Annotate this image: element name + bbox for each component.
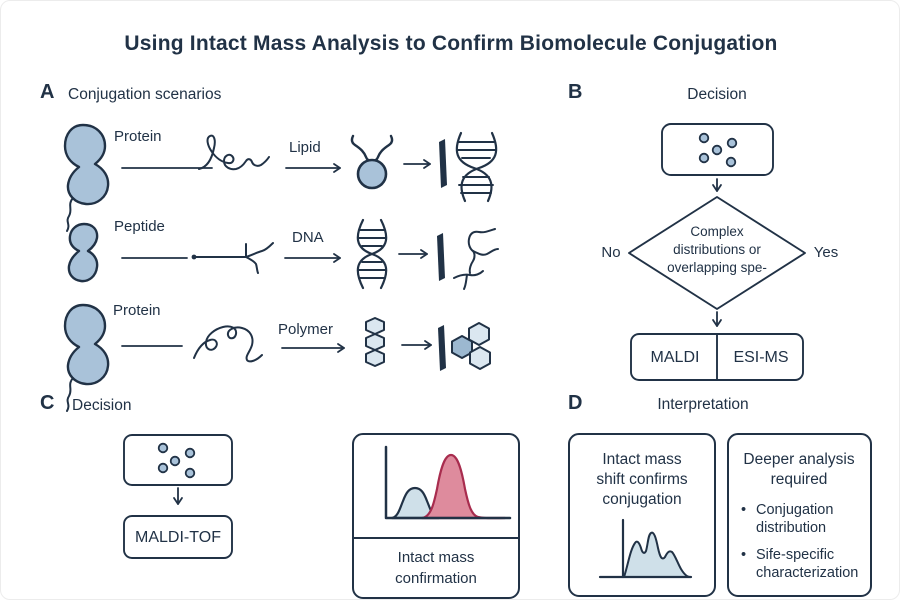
panel-c-heading: Decision — [72, 397, 132, 414]
protein-icon-row1 — [63, 123, 110, 233]
row3-source-label: Protein — [113, 302, 161, 319]
bullet1-line1: Conjugation — [756, 502, 834, 518]
sample-box-b — [661, 123, 774, 176]
diamond-text-line1: Complex — [690, 224, 744, 239]
panel-a-letter: A — [40, 81, 55, 103]
sample-box-c — [123, 434, 233, 486]
method-maldi-label: MALDI — [650, 349, 700, 366]
plate-icon-row2 — [437, 233, 445, 281]
protein-icon-row3 — [63, 303, 110, 413]
polymer-chain-squiggle-icon — [193, 325, 263, 363]
diamond-text-line2: distributions or — [673, 242, 761, 257]
conjugate-hexagon-cluster-icon — [451, 322, 491, 370]
diamond-text-line3: overlapping spe- — [667, 260, 767, 275]
row2-reagent-label: DNA — [292, 229, 324, 246]
lipid-icon — [350, 134, 394, 190]
row1-reagent-label: Lipid — [289, 139, 321, 156]
bullet2-line1: Sife-specific — [756, 547, 835, 563]
panel-c-letter: C — [40, 392, 55, 414]
center-caption-line2: confirmation — [395, 570, 477, 587]
plate-icon-row1 — [439, 139, 447, 188]
row1-source-label: Protein — [114, 128, 162, 145]
row3-reagent-label: Polymer — [278, 321, 334, 338]
panel-b-heading: Decision — [687, 86, 747, 103]
dna-helix-icon-row2 — [356, 218, 388, 290]
method-esi-ms-label: ESI-MS — [733, 349, 789, 366]
deeper-card-line2: required — [770, 471, 828, 488]
center-caption-line1: Intact mass — [397, 549, 475, 566]
chart-axes — [384, 445, 512, 520]
overlaid-peaks-chart — [384, 445, 512, 520]
dendrimer-icon — [453, 228, 499, 290]
panel-b-letter: B — [568, 81, 583, 103]
mass-shift-spectrum-icon — [598, 518, 693, 579]
confirm-card-line3: conjugation — [602, 491, 682, 508]
confirm-card — [568, 433, 716, 597]
confirm-card-line1: Intact mass — [602, 451, 682, 468]
decision-diamond — [628, 196, 806, 310]
method-maldi-tof-label: MALDI-TOF — [135, 529, 221, 546]
panel-d-letter: D — [568, 392, 583, 414]
branch-no-label: No — [601, 244, 621, 261]
unfolded-protein-squiggle-icon — [198, 134, 270, 171]
figure-title: Using Intact Mass Analysis to Confirm Bi… — [124, 32, 778, 55]
panel-d-heading: Interpretation — [657, 396, 749, 413]
plate-icon-row3 — [438, 325, 446, 371]
mass-confirmation-card — [352, 433, 520, 599]
bullet2-line2: characterization — [756, 565, 859, 581]
bullet2-glyph: • — [741, 547, 747, 563]
deeper-analysis-card — [727, 433, 872, 597]
conjugated-peak — [420, 453, 507, 520]
methods-box — [630, 333, 804, 381]
panel-a-heading: Conjugation scenarios — [68, 86, 222, 103]
peptide-icon-row2 — [67, 222, 99, 283]
polymer-hexagon-stack-icon — [365, 317, 385, 367]
row2-source-label: Peptide — [114, 218, 165, 235]
branch-yes-label: Yes — [813, 244, 839, 261]
deeper-card-line1: Deeper analysis — [743, 451, 855, 468]
branched-linker-icon — [191, 242, 274, 274]
confirm-card-line2: shift confirms — [596, 471, 688, 488]
dna-helix-icon-row1 — [455, 131, 498, 203]
maldi-tof-box — [123, 515, 233, 559]
bullet1-glyph: • — [741, 502, 747, 518]
bullet1-line2: distribution — [756, 520, 827, 536]
